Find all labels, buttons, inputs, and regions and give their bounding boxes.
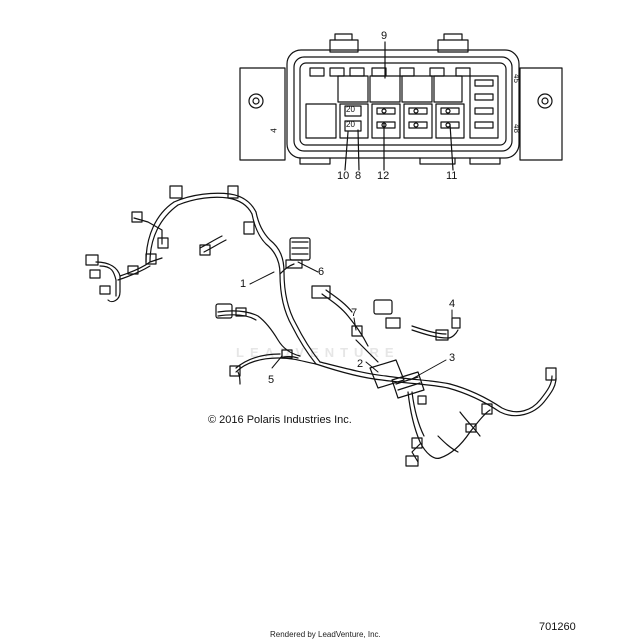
callout-1: 1	[240, 278, 247, 290]
watermark: LEADVENTURE	[236, 345, 400, 360]
copyright-text: © 2016 Polaris Industries Inc.	[208, 414, 352, 426]
part-number: 701260	[539, 621, 576, 633]
connectors	[85, 185, 557, 467]
callout-4: 4	[449, 298, 456, 310]
rendered-by-credit: Rendered by LeadVenture, Inc.	[270, 630, 381, 639]
callout-10: 10	[337, 170, 350, 182]
callout-2: 2	[357, 358, 364, 370]
fuse-box	[239, 33, 563, 171]
callout-5: 5	[268, 374, 275, 386]
callout-6: 6	[318, 266, 325, 278]
callout-3: 3	[449, 352, 456, 364]
fuse-rating-bottom: 20	[346, 120, 355, 129]
callout-7: 7	[351, 307, 358, 319]
side-mark-top: 45	[511, 74, 521, 83]
callout-12: 12	[377, 170, 390, 182]
callout-9: 9	[381, 30, 388, 42]
side-mark-bottom: 48	[511, 124, 521, 133]
callout-leaders	[249, 261, 453, 381]
callout-8: 8	[355, 170, 362, 182]
corner-mark: 4	[269, 128, 279, 133]
fuse-rating-top: 20	[346, 105, 355, 114]
callout-11: 11	[446, 170, 458, 182]
